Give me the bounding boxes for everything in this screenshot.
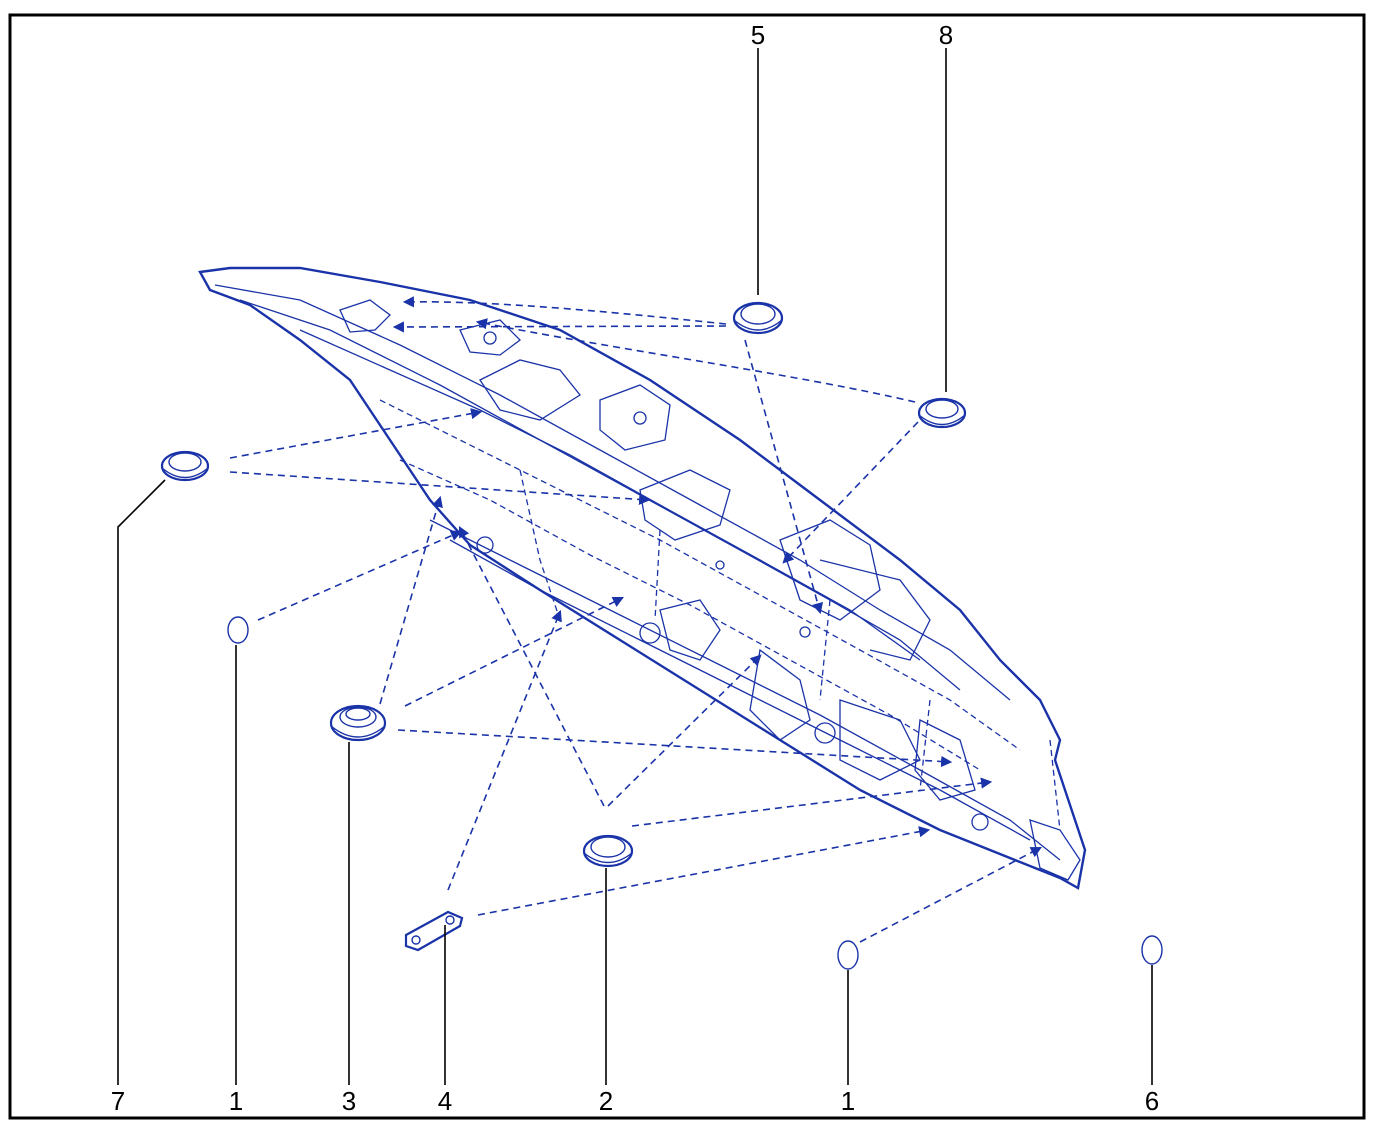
callout-7: 7 xyxy=(111,1086,125,1116)
part-6-ring xyxy=(1141,935,1163,965)
callout-1-right: 1 xyxy=(841,1086,855,1116)
diagram-border xyxy=(8,13,1366,1120)
part-4-bracket xyxy=(404,910,464,952)
leader-lines xyxy=(117,48,1153,1085)
part-1-left-ring xyxy=(227,616,249,644)
part-3-grommet xyxy=(329,704,387,742)
callout-3: 3 xyxy=(342,1086,356,1116)
callout-6: 6 xyxy=(1145,1086,1159,1116)
floor-pan-assembly xyxy=(198,266,1087,890)
callout-4: 4 xyxy=(438,1086,452,1116)
installation-paths xyxy=(229,296,1042,943)
callout-1-left: 1 xyxy=(229,1086,243,1116)
callout-5: 5 xyxy=(751,20,765,50)
part-7-plug xyxy=(160,450,210,482)
callout-2: 2 xyxy=(599,1086,613,1116)
part-5-plug xyxy=(732,301,784,335)
callout-8: 8 xyxy=(939,20,953,50)
part-8-plug xyxy=(917,397,967,429)
callout-labels: 5 8 7 1 3 4 2 1 6 xyxy=(111,20,1159,1116)
part-2-plug xyxy=(582,834,634,868)
part-1-right-ring xyxy=(837,940,859,970)
